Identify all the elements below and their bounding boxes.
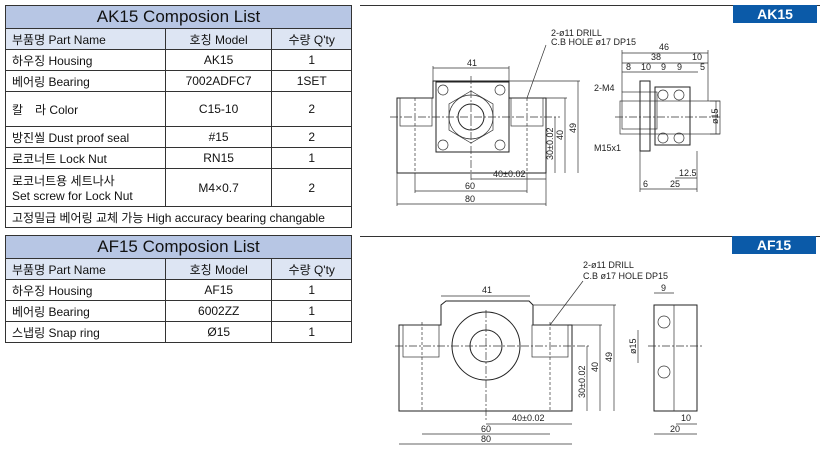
dim-12-5: 12.5 bbox=[679, 168, 697, 178]
dim-40-tol: 40±0.02 bbox=[512, 413, 544, 423]
header-part-name: 부품명 Part Name bbox=[5, 258, 166, 280]
dim-30-tol: 30±0.02 bbox=[545, 128, 555, 160]
qty: 1 bbox=[271, 321, 352, 343]
dim-40: 40 bbox=[555, 130, 565, 140]
table-footer-note: 고정밀급 베어링 교체 가능 High accuracy bearing cha… bbox=[5, 206, 352, 228]
header-model: 호칭 Model bbox=[164, 258, 273, 280]
note-cb-hole: C.B HOLE ø17 DP15 bbox=[551, 37, 636, 47]
dim-20: 20 bbox=[670, 424, 680, 434]
dim-9b: 9 bbox=[677, 62, 682, 72]
dim-80: 80 bbox=[465, 194, 475, 204]
dim-49: 49 bbox=[604, 352, 614, 362]
dim-40-tol: 40±0.02 bbox=[493, 169, 525, 179]
note-cb-hole: C.B ø17 HOLE DP15 bbox=[583, 271, 668, 281]
dim-8: 8 bbox=[626, 62, 631, 72]
note-drill: 2-ø11 DRILL bbox=[551, 28, 602, 38]
section-divider bbox=[360, 5, 820, 6]
dim-49: 49 bbox=[568, 123, 578, 133]
qty: 2 bbox=[271, 168, 352, 207]
section-divider bbox=[360, 236, 820, 237]
dim-10b: 10 bbox=[641, 62, 651, 72]
ak15-badge: AK15 bbox=[733, 5, 817, 23]
dim-60: 60 bbox=[481, 424, 491, 434]
label-m15x1: M15x1 bbox=[594, 143, 621, 153]
dim-80: 80 bbox=[481, 434, 491, 444]
header-qty: 수량 Q'ty bbox=[271, 258, 352, 280]
dim-10: 10 bbox=[692, 52, 702, 62]
model: Ø15 bbox=[164, 321, 273, 343]
dim-40: 40 bbox=[590, 362, 600, 372]
ak15-composition-table: AK15 Composion List 부품명 Part Name 호칭 Mod… bbox=[5, 5, 352, 228]
dim-41: 41 bbox=[482, 285, 492, 295]
dim-25: 25 bbox=[670, 179, 680, 189]
ak15-side-view: 46 38 10 8 10 9 9 5 2-M4 M15x1 ø15 12.5 … bbox=[594, 42, 721, 192]
dim-41: 41 bbox=[467, 58, 477, 68]
model: #15 bbox=[164, 126, 273, 148]
dim-46: 46 bbox=[659, 42, 669, 52]
part-name-korean: 로코너트용 세트나사 bbox=[12, 174, 115, 188]
dim-30-tol: 30±0.02 bbox=[577, 366, 587, 398]
dim-60: 60 bbox=[465, 181, 475, 191]
part-name: 칼 라 Color bbox=[5, 91, 166, 127]
dim-10: 10 bbox=[681, 413, 691, 423]
af15-side-view: 9 ø15 10 20 bbox=[628, 283, 703, 435]
dim-9: 9 bbox=[661, 283, 666, 293]
dim-d15: ø15 bbox=[628, 338, 638, 354]
model: M4×0.7 bbox=[164, 168, 273, 207]
dim-6: 6 bbox=[643, 179, 648, 189]
part-name: 방진씰 Dust proof seal bbox=[5, 126, 166, 148]
dim-38: 38 bbox=[651, 52, 661, 62]
af15-front-view: 2-ø11 DRILL C.B ø17 HOLE DP15 41 80 60 4… bbox=[395, 260, 668, 445]
af15-badge: AF15 bbox=[732, 236, 816, 254]
af15-composition-table: AF15 Composion List 부품명 Part Name 호칭 Mod… bbox=[5, 235, 352, 343]
dim-d15: ø15 bbox=[710, 108, 720, 124]
dim-9a: 9 bbox=[661, 62, 666, 72]
ak15-front-view: 2-ø11 DRILL C.B HOLE ø17 DP15 41 80 60 4… bbox=[390, 28, 636, 206]
note-drill: 2-ø11 DRILL bbox=[583, 260, 634, 270]
part-name-english: Set screw for Lock Nut bbox=[12, 189, 133, 203]
table-title: AF15 Composion List bbox=[5, 235, 352, 259]
dim-5: 5 bbox=[700, 62, 705, 72]
part-name: 하우징 Housing bbox=[5, 49, 166, 71]
label-2-m4: 2-M4 bbox=[594, 83, 615, 93]
table-title: AK15 Composion List bbox=[5, 5, 352, 29]
